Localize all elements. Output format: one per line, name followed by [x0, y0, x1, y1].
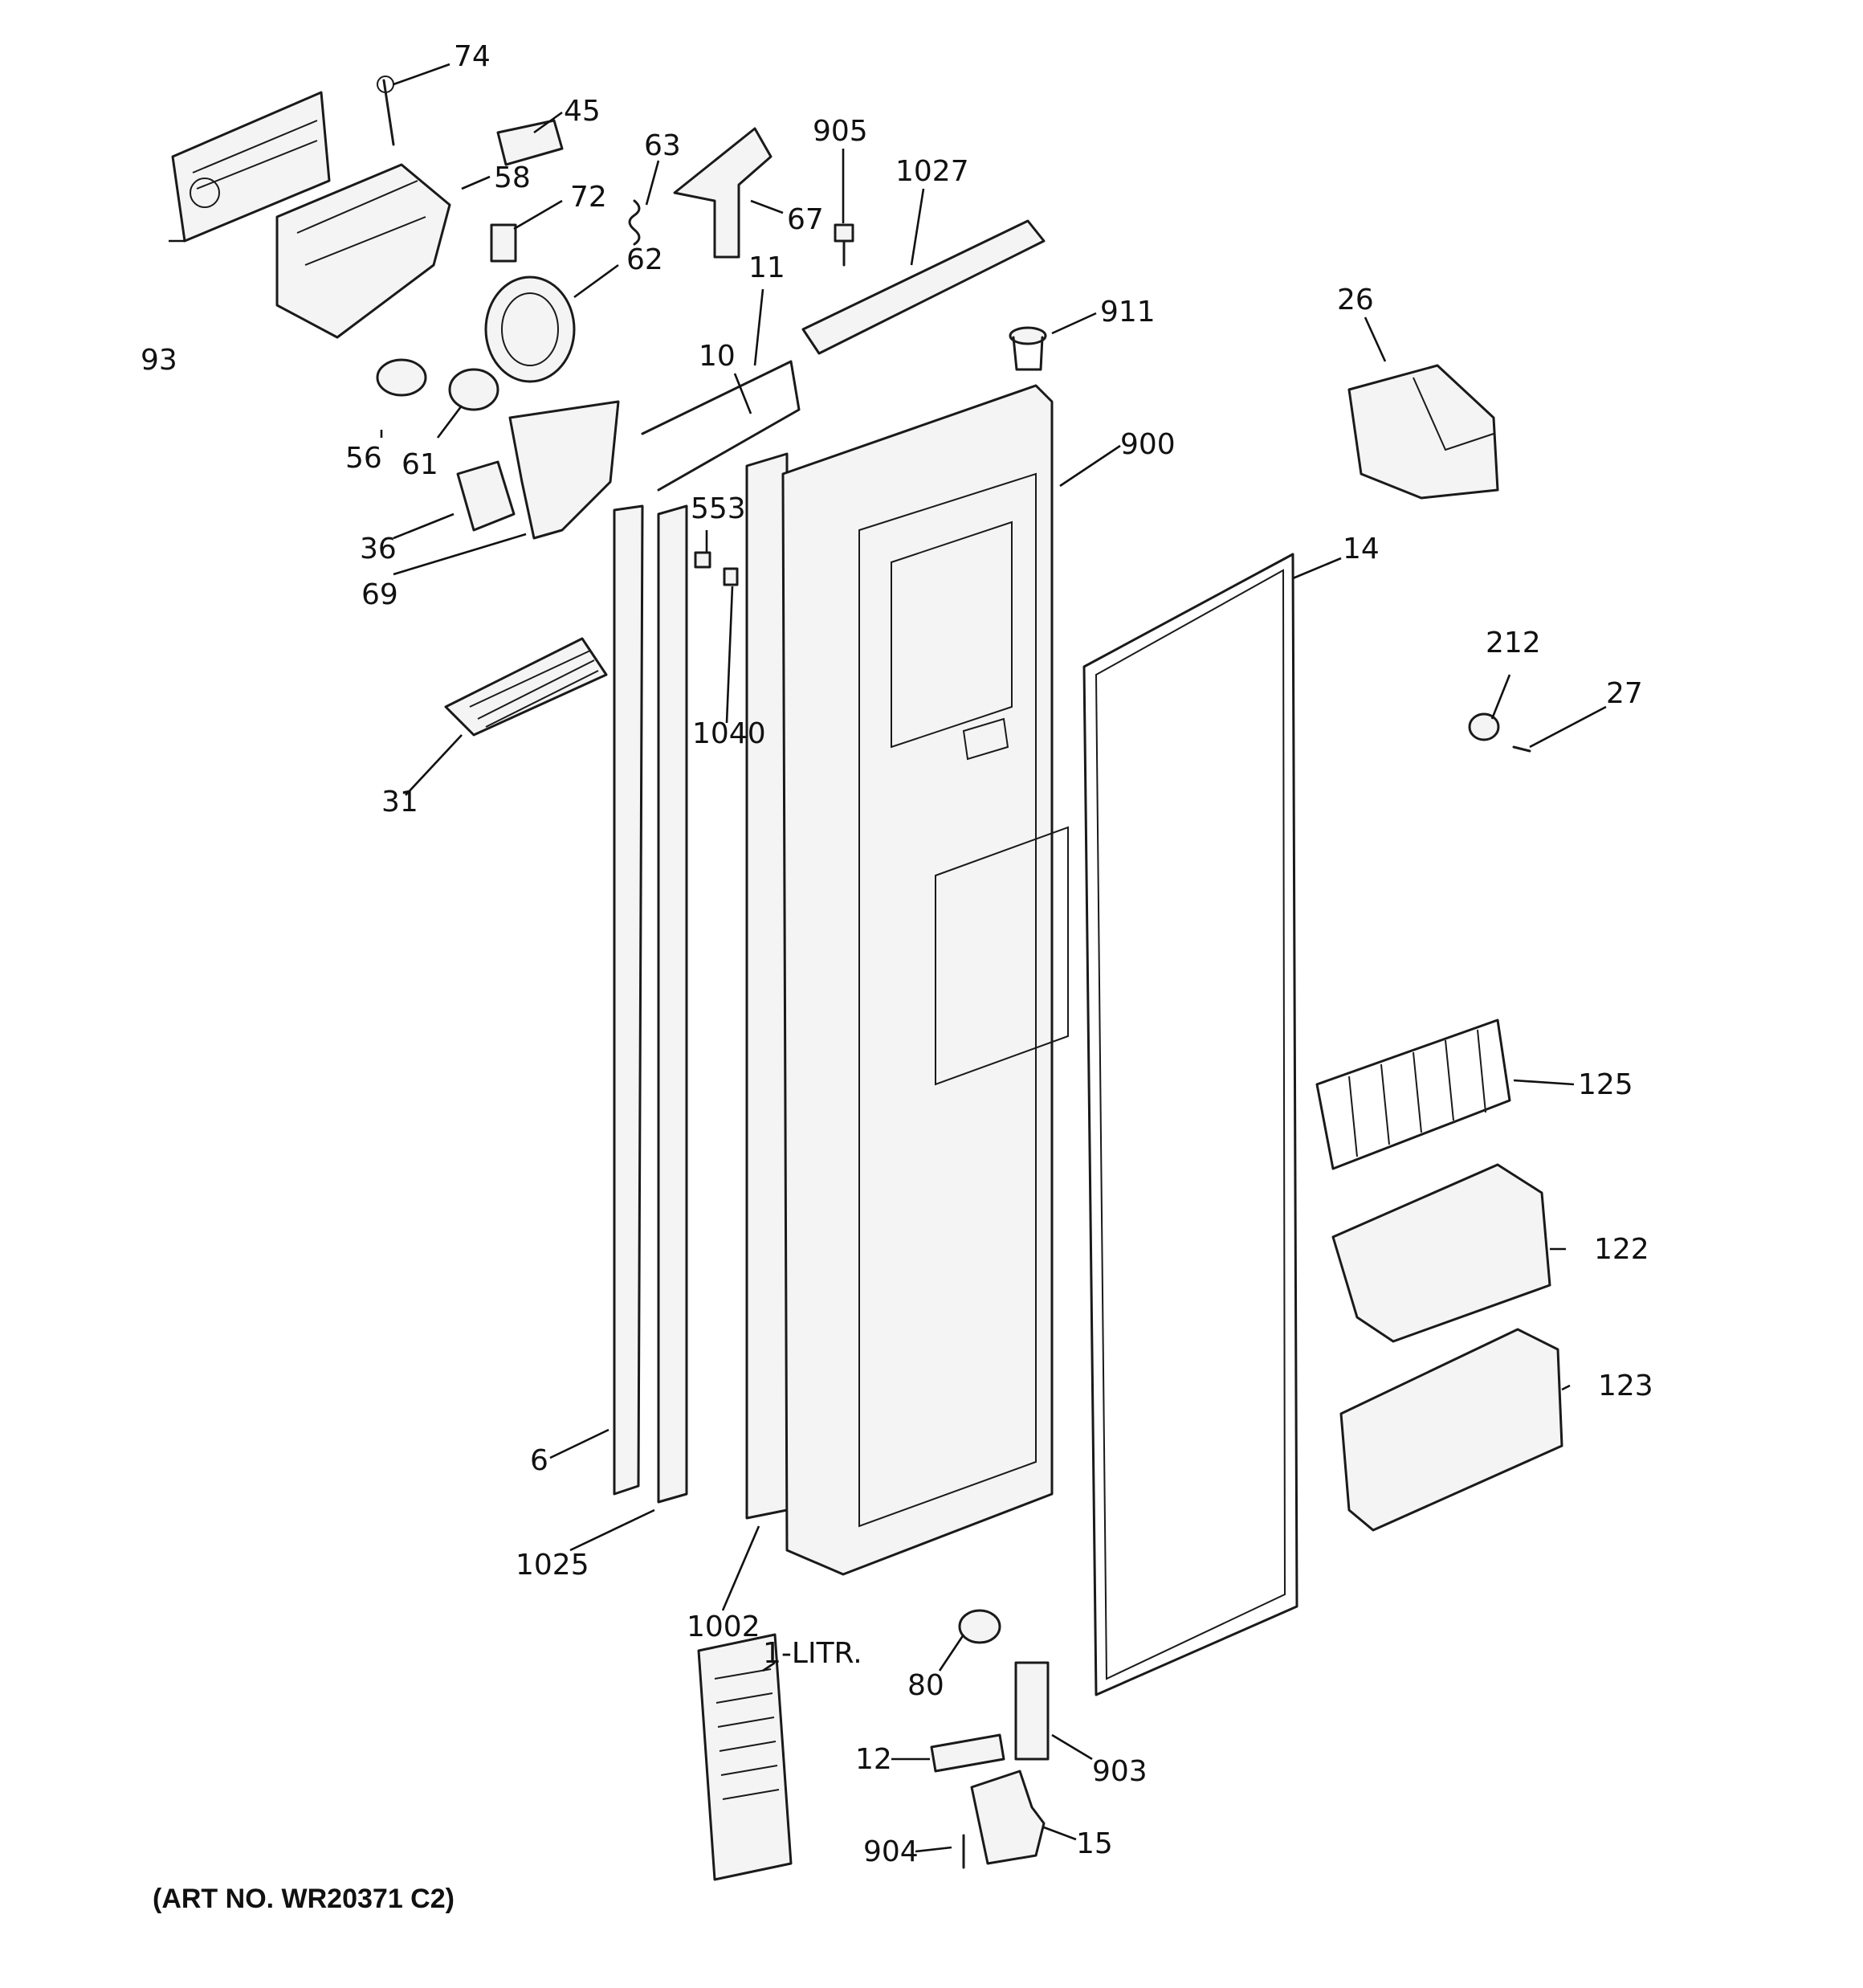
- callout-74: 74: [454, 40, 491, 73]
- callout-1002: 1002: [687, 1610, 760, 1643]
- callout-62: 62: [626, 243, 663, 276]
- part-69-chute: [508, 400, 620, 540]
- callout-63: 63: [644, 129, 681, 162]
- leader-lines: [169, 63, 1607, 1853]
- part-905-screw: [834, 223, 854, 267]
- callout-125: 125: [1578, 1068, 1633, 1101]
- part-125-wire-basket: [1315, 1018, 1511, 1170]
- callout-56: 56: [345, 442, 382, 475]
- part-31-drip-grille: [444, 637, 608, 737]
- callout-12: 12: [855, 1743, 892, 1776]
- callout-26: 26: [1337, 284, 1374, 316]
- part-11-frame: [641, 360, 801, 492]
- callout-80: 80: [907, 1669, 944, 1702]
- part-903-hinge-pin: [1014, 1661, 1050, 1761]
- callout-93: 93: [141, 344, 177, 377]
- part-1-litr-literature: [697, 1633, 793, 1881]
- callout-61: 61: [402, 448, 438, 481]
- callout-69: 69: [361, 578, 398, 611]
- part-67-actuator: [673, 127, 773, 259]
- callout-1040: 1040: [692, 717, 766, 750]
- callout-123: 123: [1598, 1370, 1653, 1402]
- part-1002-door-side: [745, 452, 789, 1520]
- callout-1027: 1027: [895, 155, 969, 188]
- part-61-socket: [448, 368, 499, 411]
- part-45-bracket: [496, 119, 564, 166]
- callout-911: 911: [1100, 296, 1156, 329]
- part-63-spring: [628, 199, 641, 246]
- callout-122: 122: [1594, 1233, 1649, 1266]
- art-number: (ART NO. WR20371 C2): [153, 1884, 455, 1914]
- part-911-bushing: [1009, 326, 1047, 371]
- part-553-fitting: [694, 551, 739, 586]
- callout-31: 31: [381, 786, 418, 818]
- callout-58: 58: [494, 161, 531, 194]
- callout-11: 11: [748, 251, 785, 284]
- part-123-door-bin: [1339, 1328, 1563, 1532]
- part-12-shim: [930, 1733, 1005, 1773]
- callout-903: 903: [1092, 1755, 1148, 1788]
- callout-1-litr: 1-LITR.: [763, 1637, 862, 1670]
- callout-14: 14: [1343, 533, 1380, 565]
- part-1027-cap: [801, 219, 1046, 355]
- callout-553: 553: [691, 492, 746, 525]
- callout-904: 904: [863, 1835, 919, 1868]
- callout-67: 67: [787, 203, 824, 236]
- part-72-switch: [490, 223, 517, 263]
- callout-212: 212: [1486, 627, 1541, 659]
- callout-1025: 1025: [516, 1549, 589, 1582]
- part-1025-trim: [657, 504, 688, 1504]
- part-26-ice-bucket: [1347, 364, 1499, 500]
- part-212-cap: [1468, 712, 1500, 741]
- part-15-hinge: [970, 1770, 1046, 1865]
- callout-900: 900: [1120, 428, 1176, 461]
- part-74-spring: [377, 76, 395, 146]
- part-6-trim: [613, 504, 644, 1496]
- part-56-light-bulb: [376, 358, 427, 397]
- callout-36: 36: [360, 533, 397, 565]
- part-58-dispenser-housing: [275, 163, 451, 339]
- part-36-switch: [456, 460, 516, 532]
- callout-905: 905: [813, 115, 868, 148]
- part-93-control-panel: [171, 91, 331, 243]
- callout-labels: 74 45 58 72 62 63 67 905 1027 93 11 10 9…: [141, 40, 1653, 1868]
- part-62-ring: [484, 276, 576, 383]
- callout-6: 6: [530, 1444, 548, 1477]
- callout-27: 27: [1606, 677, 1643, 710]
- callout-15: 15: [1076, 1827, 1113, 1860]
- callout-72: 72: [570, 181, 607, 214]
- part-27-screw: [1512, 745, 1531, 753]
- callout-10: 10: [699, 340, 736, 373]
- part-14-door-gasket: [1082, 553, 1298, 1696]
- part-80-plug: [958, 1609, 1001, 1644]
- callout-45: 45: [564, 95, 601, 128]
- part-900-door: [781, 384, 1069, 1576]
- part-122-door-bin: [1331, 1163, 1551, 1343]
